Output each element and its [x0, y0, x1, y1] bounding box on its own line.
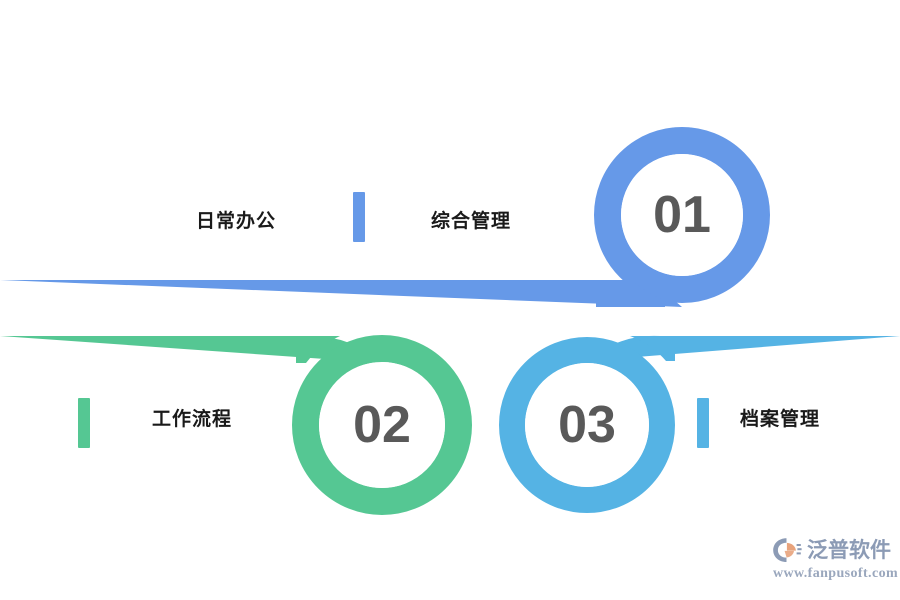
separator-tick-top — [353, 192, 365, 242]
label-daily-office: 日常办公 — [196, 211, 277, 232]
brand-wordmark: 泛普软件 — [807, 537, 891, 562]
separator-tick-archive — [697, 398, 709, 448]
step-03-ring — [499, 337, 675, 513]
label-archive-management: 档案管理 — [740, 409, 821, 430]
step-01-group: 01 — [0, 127, 770, 307]
step-02-group: 02 — [0, 335, 472, 515]
label-general-management: 综合管理 — [431, 211, 512, 232]
step-01-ring — [594, 127, 770, 303]
brand-logo: 泛普软件 www.fanpusoft.com — [772, 536, 898, 590]
step-03-inner-disc — [525, 363, 649, 487]
green-connector-bar — [0, 335, 382, 363]
logo-row: 泛普软件 — [772, 536, 891, 564]
step-01-inner-disc — [621, 154, 743, 276]
brand-url: www.fanpusoft.com — [773, 566, 899, 581]
step-03-group: 03 — [499, 335, 900, 513]
separator-tick-flow — [78, 398, 90, 448]
step-02-inner-disc — [319, 362, 445, 488]
green-bar-ring-joint — [296, 336, 340, 363]
step-02-number: 02 — [353, 396, 411, 454]
light-blue-bar-ring-joint — [630, 336, 675, 361]
blue-connector-bar — [0, 279, 682, 307]
step-03-number: 03 — [558, 396, 616, 454]
step-01-number: 01 — [653, 186, 711, 244]
step-02-ring — [292, 335, 472, 515]
label-work-flow: 工作流程 — [152, 409, 233, 430]
fanpu-logo-icon — [773, 538, 802, 562]
blue-bar-ring-joint — [596, 280, 665, 307]
